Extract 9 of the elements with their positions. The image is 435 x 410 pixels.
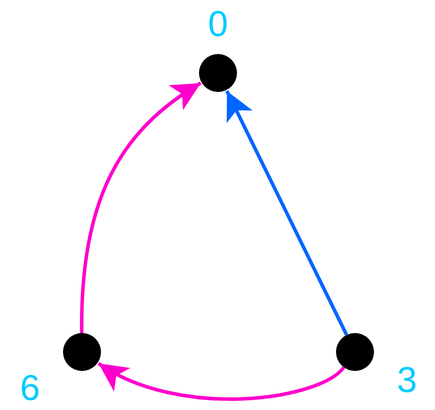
node-dot [336,333,374,371]
node-dot [63,333,101,371]
node-label: 3 [397,362,418,398]
arrow [225,90,348,336]
arrow [80,82,202,334]
node-dot [199,54,237,92]
arrow [98,362,346,401]
node-label: 0 [208,6,228,42]
node-label: 6 [20,370,40,406]
